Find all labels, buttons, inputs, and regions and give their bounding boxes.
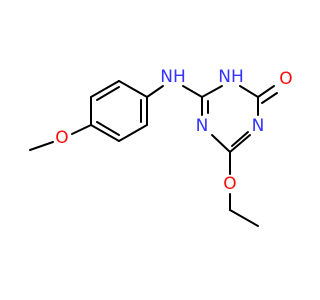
atom-n-ring-3: N xyxy=(252,116,265,136)
benzene-ring xyxy=(90,80,148,142)
bond-carbonyl-1 xyxy=(257,85,275,98)
bond-triazine-2 xyxy=(239,85,259,98)
bond-ring-nh xyxy=(146,85,164,98)
bond-ring-6 xyxy=(90,124,120,142)
atom-nh-amine: NH xyxy=(160,67,186,87)
bond-ch2-ch3 xyxy=(229,209,259,227)
bond-ring-2 xyxy=(90,80,120,98)
triazine-ring xyxy=(201,85,259,153)
bond-ring-double-1 xyxy=(96,86,120,101)
atom-o-ethoxy: O xyxy=(223,174,236,194)
atom-n-ring-5: N xyxy=(196,116,209,136)
bond-carbonyl-2 xyxy=(261,92,278,104)
atom-nh-ring: NH xyxy=(218,67,244,87)
bond-ring-3 xyxy=(118,80,148,98)
atom-o-carbonyl: O xyxy=(279,69,292,89)
bond-ring-5 xyxy=(118,124,148,142)
atom-o-methoxy: O xyxy=(55,128,68,148)
bond-o-ring xyxy=(71,124,92,135)
bond-triazine-5 xyxy=(211,134,231,153)
bond-triazine-1 xyxy=(201,85,223,98)
bond-ring-double-3 xyxy=(96,121,120,136)
bond-nh-triazine xyxy=(182,85,203,98)
molecule-structure: O NH NH O N N O xyxy=(29,67,293,227)
bond-methyl-o xyxy=(29,141,54,151)
bond-triazine-4 xyxy=(229,134,251,153)
bond-triazine-double-2 xyxy=(231,131,249,147)
